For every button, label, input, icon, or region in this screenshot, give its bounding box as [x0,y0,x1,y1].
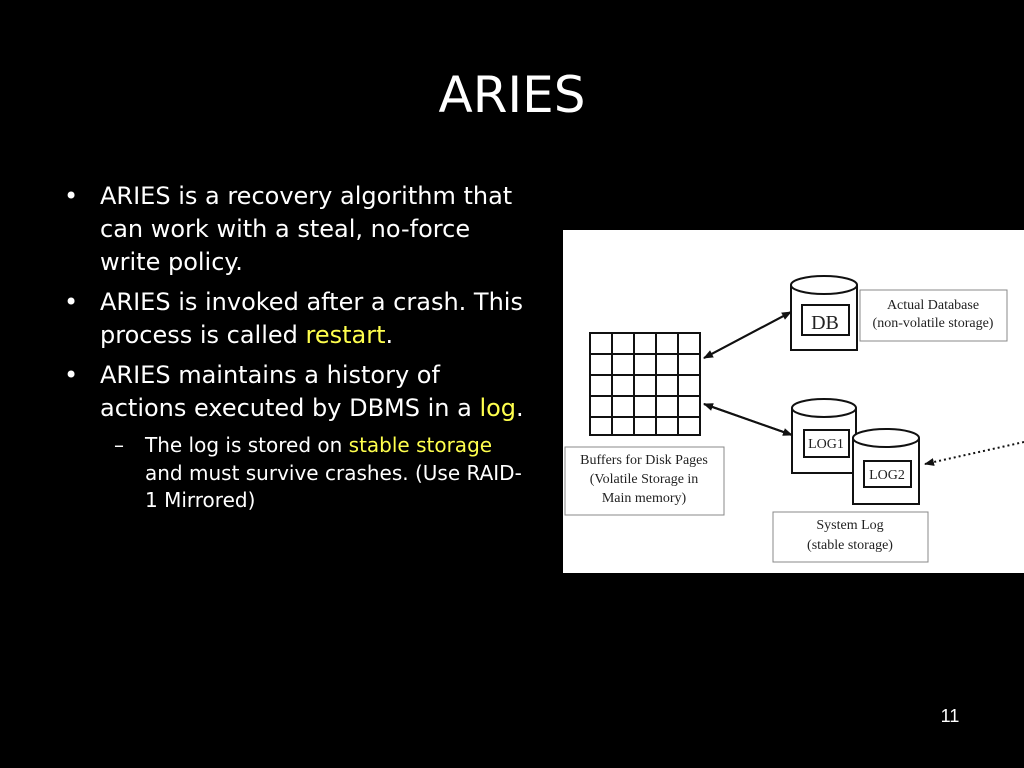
bullet-1-text: ARIES is a recovery algorithm that can w… [100,182,513,276]
db-caption-line-2: (non-volatile storage) [873,316,994,331]
buffer-caption-line-2: (Volatile Storage in [590,472,699,487]
bullet-3-end: . [516,394,524,422]
slide-title: ARIES [438,66,586,124]
sub-bullet-dash: – [114,433,124,457]
arrows [703,311,1024,466]
aries-diagram: Buffers for Disk Pages (Volatile Storage… [563,230,1024,573]
db-caption-box: Actual Database (non-volatile storage) [859,289,1008,342]
buffer-caption-line-1: Buffers for Disk Pages [580,453,708,468]
bullet-3-text: ARIES maintains a history of actions exe… [100,361,480,422]
buffer-caption-box: Buffers for Disk Pages (Volatile Storage… [564,446,725,516]
bullet-dot: • [64,182,79,210]
arrow-buffer-to-log [703,403,793,436]
bullet-2-text: ARIES is invoked after a crash. This pro… [100,288,523,349]
page-number: 11 [940,706,960,726]
sub-bullet-end: and must survive crashes. (Use RAID-1 Mi… [145,460,522,513]
log1-cylinder [791,398,857,474]
db-cylinder [790,275,858,351]
bullet-list: • ARIES is a recovery algorithm that can… [60,180,530,515]
buffer-caption-line-3: Main memory) [602,491,687,506]
bullet-dot: • [64,288,79,316]
log2-cylinder [852,428,920,505]
db-label: DB [811,312,839,334]
bullet-3-highlight: log [479,394,517,422]
sub-bullet-1: – The log is stored on stable storage an… [60,432,530,515]
db-caption-line-1: Actual Database [887,298,979,313]
system-log-caption-line-2: (stable storage) [807,538,893,553]
log2-label: LOG2 [869,468,905,483]
sub-bullet-highlight: stable storage [348,433,493,457]
sub-bullet-text: The log is stored on [145,433,349,457]
arrow-mirror-dotted [924,441,1024,466]
bullet-dot: • [64,361,79,389]
system-log-caption-box: System Log (stable storage) [772,511,929,563]
log1-label: LOG1 [808,437,844,452]
bullet-3: • ARIES maintains a history of actions e… [60,359,530,425]
diagram-svg: Buffers for Disk Pages (Volatile Storage… [564,275,1024,563]
system-log-caption-line-1: System Log [816,518,883,533]
bullet-1: • ARIES is a recovery algorithm that can… [60,180,530,279]
buffer-grid [589,332,701,436]
bullet-2-end: . [385,321,394,349]
bullet-2-highlight: restart [305,321,386,349]
arrow-buffer-to-db [703,311,792,359]
bullet-2: • ARIES is invoked after a crash. This p… [60,286,530,352]
